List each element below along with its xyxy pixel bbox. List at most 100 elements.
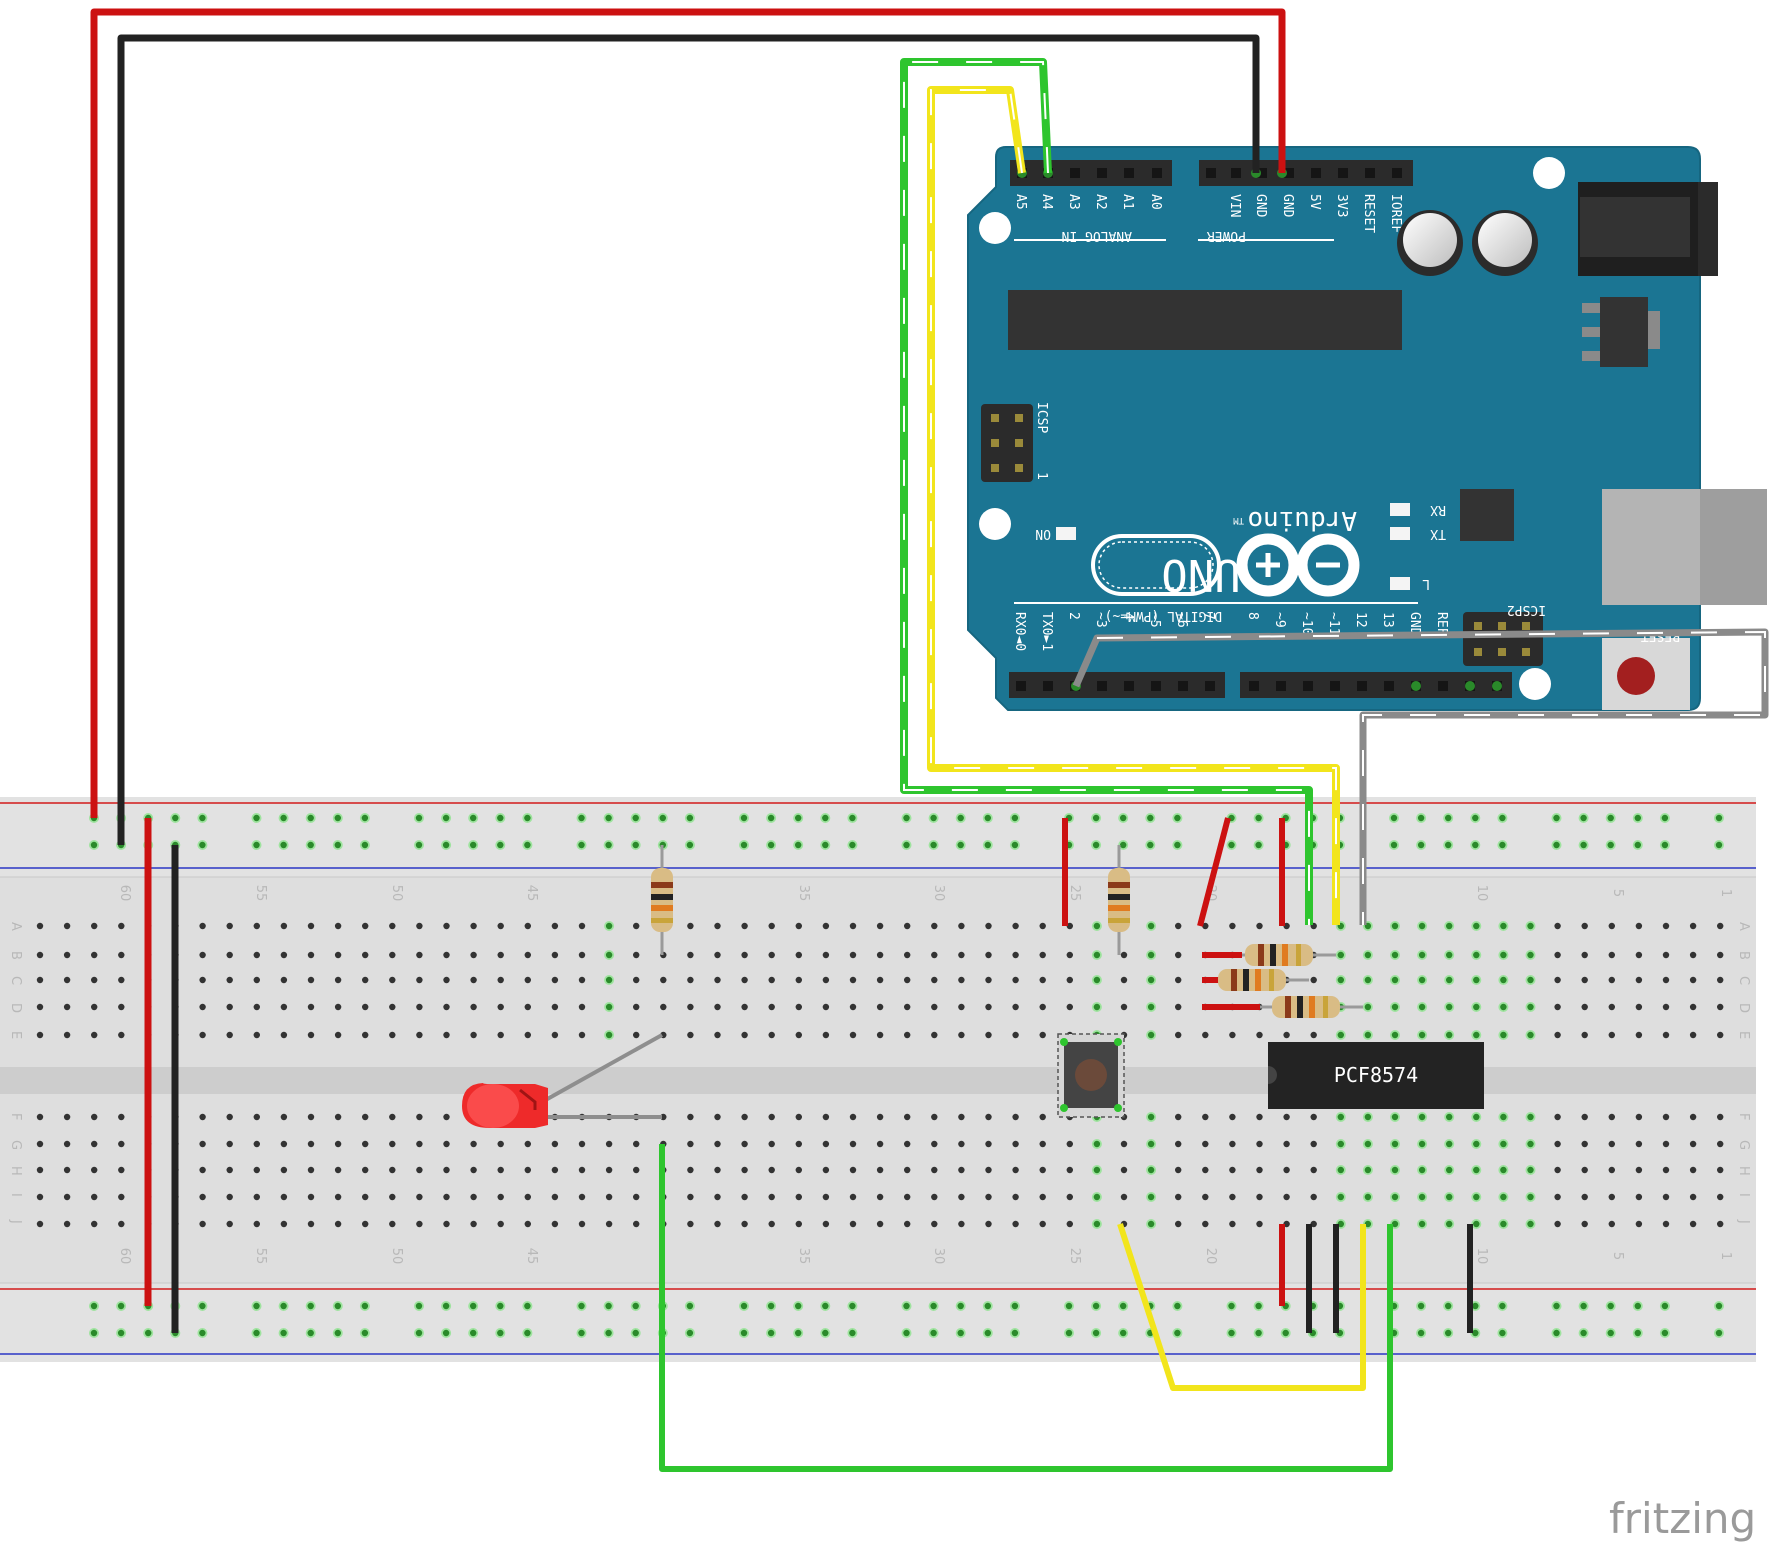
row-letter: F <box>1736 1113 1751 1120</box>
rail-hole <box>1553 1302 1560 1310</box>
breadboard-hole <box>822 1031 830 1039</box>
breadboard-hole <box>1337 951 1345 959</box>
breadboard-hole <box>958 1003 965 1011</box>
breadboard-hole <box>605 976 613 984</box>
breadboard-hole <box>1473 1220 1480 1228</box>
breadboard-hole <box>1175 976 1182 984</box>
column-number: 10 <box>1474 885 1489 902</box>
row-letter: J <box>1736 1219 1751 1224</box>
breadboard-hole <box>958 1113 965 1121</box>
breadboard-hole <box>1608 1220 1616 1228</box>
rail-hole <box>1445 814 1452 822</box>
breadboard-hole <box>904 1220 911 1228</box>
breadboard-hole <box>1066 922 1074 930</box>
breadboard-hole <box>768 1140 775 1148</box>
breadboard-hole <box>1175 1166 1182 1174</box>
rail-hole <box>1174 1329 1181 1337</box>
breadboard-hole <box>1093 1166 1101 1174</box>
rail-hole <box>199 1302 206 1310</box>
rail-hole <box>1228 1302 1235 1310</box>
row-letter: B <box>8 951 23 960</box>
breadboard-hole <box>633 951 640 959</box>
breadboard-hole <box>1717 1166 1724 1174</box>
breadboard-hole <box>1473 1003 1480 1011</box>
breadboard-hole <box>1418 976 1426 984</box>
breadboard-hole <box>633 922 640 930</box>
breadboard-hole <box>1662 1166 1670 1174</box>
breadboard-hole <box>714 1193 721 1201</box>
breadboard-hole <box>1418 1140 1426 1148</box>
breadboard-hole <box>1527 976 1534 984</box>
header-socket <box>1365 168 1375 178</box>
breadboard-hole <box>63 1003 71 1011</box>
breadboard-hole <box>199 976 206 984</box>
breadboard-hole <box>1256 1166 1263 1174</box>
breadboard-hole <box>226 1166 233 1174</box>
breadboard-hole <box>849 922 857 930</box>
rail-hole <box>957 841 964 849</box>
breadboard-hole <box>497 1220 504 1228</box>
icsp-pin1-label: 1 <box>1034 472 1049 480</box>
breadboard-hole <box>551 922 559 930</box>
breadboard-hole <box>1391 1140 1399 1148</box>
breadboard-hole <box>768 1003 775 1011</box>
breadboard-hole <box>741 951 748 959</box>
breadboard-hole <box>1446 976 1453 984</box>
breadboard-hole <box>1500 922 1507 930</box>
rail-hole <box>1715 814 1723 822</box>
breadboard-hole <box>36 1193 44 1201</box>
breadboard-hole <box>443 1113 450 1121</box>
rail-hole <box>1417 814 1425 822</box>
breadboard-hole <box>795 922 802 930</box>
breadboard-hole <box>1283 1193 1290 1201</box>
breadboard-hole <box>931 1193 938 1201</box>
pin-label: A3 <box>1066 194 1081 210</box>
header-socket <box>1178 681 1188 691</box>
pin-label: ~3 <box>1093 612 1108 628</box>
breadboard-hole <box>362 1220 369 1228</box>
rail-hole <box>497 814 504 822</box>
pin-label: RX0◄0 <box>1012 612 1027 651</box>
pin-label: 12 <box>1353 612 1368 628</box>
wire-green-led <box>659 1144 1393 1472</box>
rail-hole <box>1417 1329 1425 1337</box>
breadboard-hole <box>1120 1140 1128 1148</box>
rail-hole <box>90 841 98 849</box>
breadboard-hole <box>1039 922 1046 930</box>
breadboard-hole <box>1635 1166 1643 1174</box>
breadboard-hole <box>280 1031 288 1039</box>
breadboard-hole <box>633 1140 640 1148</box>
breadboard-hole <box>524 976 531 984</box>
breadboard-hole <box>1473 1140 1480 1148</box>
breadboard-hole <box>849 1003 857 1011</box>
breadboard-hole <box>334 1166 342 1174</box>
rail-hole <box>1607 1329 1614 1337</box>
breadboard-hole <box>1717 951 1724 959</box>
rail-hole <box>1147 814 1154 822</box>
rail-hole <box>1553 814 1560 822</box>
header-socket <box>1384 681 1394 691</box>
breadboard-hole <box>849 1193 857 1201</box>
breadboard-hole <box>1391 1003 1399 1011</box>
breadboard-hole <box>362 1140 369 1148</box>
breadboard-hole <box>1147 1166 1155 1174</box>
breadboard-hole <box>1689 976 1697 984</box>
pin-label: REF <box>1434 612 1449 636</box>
breadboard-hole <box>1500 1003 1507 1011</box>
breadboard-hole <box>416 1220 423 1228</box>
breadboard-hole <box>362 1003 369 1011</box>
resistor-button <box>1108 845 1130 955</box>
breadboard-hole <box>958 1031 965 1039</box>
breadboard-hole <box>389 922 396 930</box>
rail-hole <box>1661 1329 1669 1337</box>
breadboard-hole <box>226 1031 233 1039</box>
breadboard-hole <box>687 1220 694 1228</box>
breadboard-hole <box>578 1003 586 1011</box>
breadboard-hole <box>1717 1220 1724 1228</box>
breadboard-hole <box>524 951 531 959</box>
breadboard-hole <box>1527 1031 1534 1039</box>
rail-hole <box>1120 1302 1127 1310</box>
breadboard-hole <box>1662 1220 1670 1228</box>
breadboard-hole <box>416 922 423 930</box>
breadboard-hole <box>1039 1193 1046 1201</box>
